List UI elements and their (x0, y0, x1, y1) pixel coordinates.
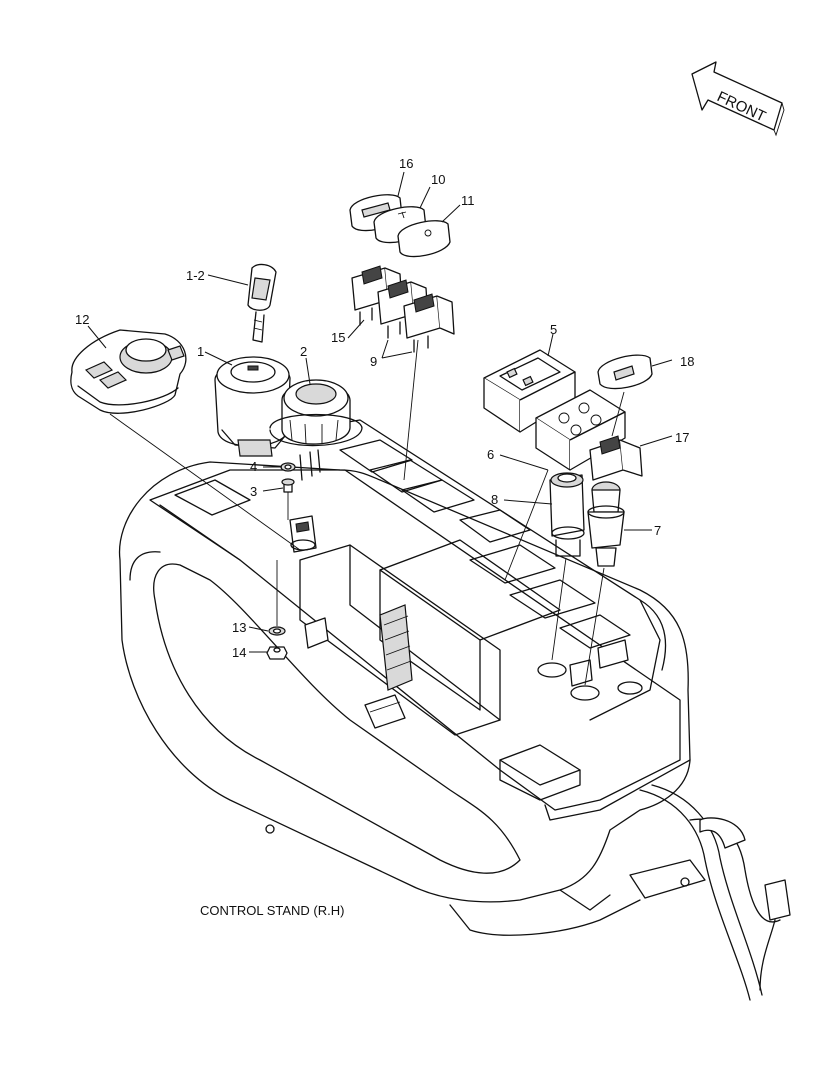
callout-1: 1 (197, 344, 204, 359)
callout-11: 11 (461, 193, 475, 208)
callout-3: 3 (250, 484, 257, 499)
wire-harness (629, 784, 791, 1001)
part-6-display-panel (535, 389, 626, 471)
callout-4: 4 (250, 459, 257, 474)
part-8-socket (549, 472, 585, 557)
central-connector (289, 515, 317, 553)
part-18-17-switch (589, 354, 653, 481)
part-7-lighter (587, 481, 625, 567)
part-1-2-key (247, 263, 277, 343)
callout-1-2: 1-2 (186, 268, 205, 283)
part-3-4-screw-washer (280, 449, 321, 493)
leader-lines (87, 171, 673, 686)
part-13-14-washer-nut (266, 626, 288, 660)
part-2-rotary-knob (269, 379, 363, 447)
callout-18: 18 (680, 354, 694, 369)
callout-17: 17 (675, 430, 689, 445)
callout-9: 9 (370, 354, 377, 369)
callout-2: 2 (300, 344, 307, 359)
rocker-switch-bodies (351, 265, 455, 353)
callout-6: 6 (487, 447, 494, 462)
part-12-switch-panel (70, 329, 187, 414)
callout-12: 12 (75, 312, 89, 327)
rocker-switch-caps (349, 194, 451, 258)
callout-5: 5 (550, 322, 557, 337)
callout-8: 8 (491, 492, 498, 507)
part-1-ignition-switch (214, 356, 291, 457)
callout-10: 10 (431, 172, 445, 187)
front-direction-arrow: FRONT (691, 61, 785, 137)
callout-16: 16 (399, 156, 413, 171)
callout-14: 14 (232, 645, 246, 660)
diagram-caption: CONTROL STAND (R.H) (200, 903, 344, 918)
callout-15: 15 (331, 330, 345, 345)
part-5-display-panel (483, 349, 576, 433)
control-stand-console (118, 419, 691, 936)
callout-7: 7 (654, 523, 661, 538)
callout-13: 13 (232, 620, 246, 635)
callout-labels: 16 10 11 1-2 12 1 2 15 9 5 18 17 6 4 3 8… (75, 156, 694, 660)
